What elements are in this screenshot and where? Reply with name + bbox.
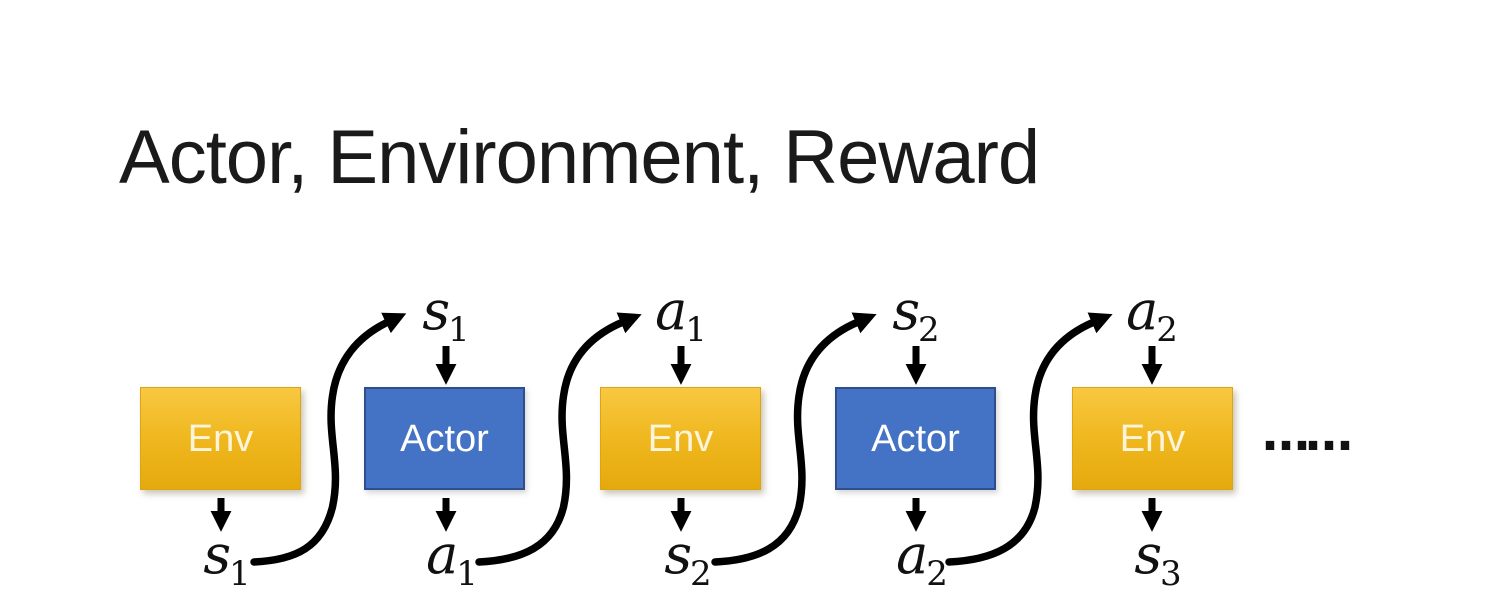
- top-label-s1-base: s: [422, 279, 451, 342]
- flow-curve-a2: [945, 312, 1113, 566]
- top-label-a2-sub: 2: [1156, 310, 1178, 350]
- actor-box-1: Actor: [364, 387, 525, 490]
- top-label-a1-base: a: [655, 279, 688, 342]
- top-label-s1: s1: [422, 284, 470, 350]
- env-box-1: Env: [140, 387, 301, 490]
- env-box-2-label: Env: [647, 417, 714, 460]
- bottom-label-a2-sub: 2: [926, 554, 948, 594]
- bottom-label-s2-base: s: [664, 523, 693, 586]
- flow-curve-s1: [250, 312, 407, 566]
- flow-curve-a1: [475, 312, 642, 566]
- page-title: Actor, Environment, Reward: [119, 115, 1040, 200]
- bottom-label-a1-sub: 1: [456, 554, 478, 594]
- top-label-s2-sub: 2: [918, 310, 940, 350]
- bottom-label-s1-base: s: [203, 523, 232, 586]
- bottom-label-s2-sub: 2: [690, 554, 712, 594]
- actor-box-2-label: Actor: [871, 417, 960, 460]
- top-label-a1-sub: 1: [685, 310, 707, 350]
- bottom-label-s2: s2: [664, 528, 712, 594]
- top-label-s2-base: s: [892, 279, 921, 342]
- top-label-s2: s2: [892, 284, 940, 350]
- top-label-s1-sub: 1: [448, 310, 470, 350]
- bottom-label-s1: s1: [203, 528, 251, 594]
- bottom-label-s1-sub: 1: [229, 554, 251, 594]
- env-box-3: Env: [1072, 387, 1233, 490]
- bottom-label-s3-sub: 3: [1160, 554, 1182, 594]
- env-box-2: Env: [600, 387, 761, 490]
- top-label-a1: a1: [655, 284, 707, 350]
- actor-box-1-label: Actor: [400, 417, 489, 460]
- bottom-label-s3-base: s: [1134, 523, 1163, 586]
- env-box-3-label: Env: [1119, 417, 1186, 460]
- flow-curve-s2: [711, 312, 877, 566]
- bottom-label-a2-base: a: [896, 523, 929, 586]
- bottom-label-a1-base: a: [426, 523, 459, 586]
- actor-box-2: Actor: [835, 387, 996, 490]
- env-box-1-label: Env: [187, 417, 254, 460]
- top-label-a2-base: a: [1126, 279, 1159, 342]
- bottom-label-s3: s3: [1134, 528, 1182, 594]
- top-label-a2: a2: [1126, 284, 1178, 350]
- bottom-label-a1: a1: [426, 528, 478, 594]
- bottom-label-a2: a2: [896, 528, 948, 594]
- continuation-dots: ……: [1262, 406, 1353, 462]
